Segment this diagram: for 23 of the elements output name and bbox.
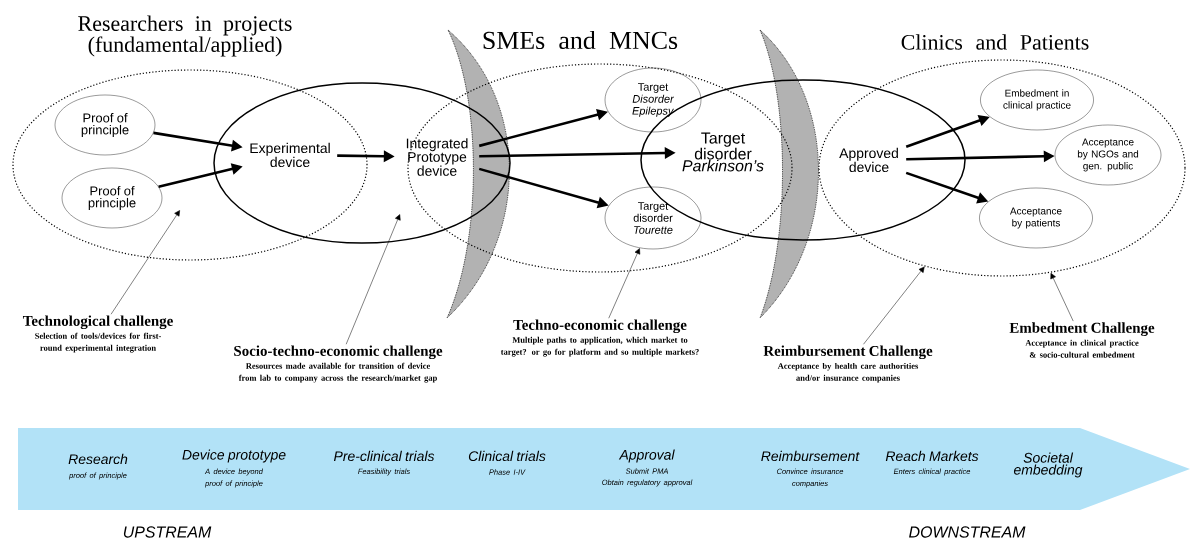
challenge-text: Embedment Challenge Acceptance in clinical practice & socio-cultural embedment (1009, 322, 1155, 358)
stream-label: DOWNSTREAM (909, 526, 1026, 538)
leader-line (110, 210, 180, 315)
group-heading: SMEs and MNCs (483, 30, 678, 50)
stage-text: Clinical trials (468, 450, 546, 462)
group-heading: Clinics and Patients (901, 34, 1089, 50)
leader-line (863, 266, 925, 345)
challenge-text: Reimbursement Challenge Acceptance by health care authorities and/or insurance companies (763, 345, 933, 383)
leader-line (1050, 272, 1074, 322)
stage-text: Reach Markets (885, 450, 979, 462)
stage-text: Research (68, 453, 128, 465)
stream-label: UPSTREAM (123, 526, 212, 538)
stage-text: Reimbursement (761, 450, 860, 462)
stage-text: Approval (618, 449, 675, 463)
challenge-text: Techno-economic challenge Multiple paths to application, which market to target? or go for platform and so multiple markets? (500, 319, 699, 357)
group-heading: Researchers in projects (fundamental/applied) (78, 15, 292, 57)
leader-line (345, 214, 401, 345)
stage-text: Societal embedding (1013, 452, 1083, 478)
stage-text: Pre-clinical trials (333, 450, 435, 462)
stage-text: Device prototype (182, 449, 286, 463)
challenge-text: Socio-techno-economic challenge Resources made available for transition of device from lab to company across the research/market gap (234, 345, 443, 383)
challenge-text: Technological challenge Selection of tools/devices for first-round experimental integration (22, 315, 173, 353)
leader-line (608, 248, 641, 319)
